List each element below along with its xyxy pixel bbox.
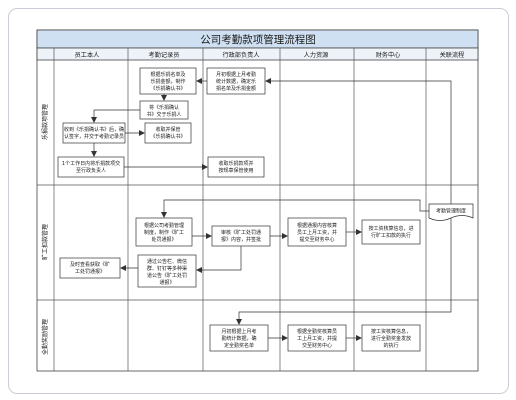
process-box-determine-donation-list — [206, 67, 266, 95]
box-text: 员工上月工资，并 — [297, 229, 337, 236]
document-shape-attendance-policy — [428, 203, 474, 221]
box-text: 乐捐金额，制作 — [150, 78, 185, 85]
box-text: 《乐捐确认书》 — [150, 85, 185, 92]
box-text: 通过公告栏、微信 — [147, 258, 187, 265]
process-box-keep-confirmation — [144, 122, 192, 144]
box-text: 月初根据上月考勤 — [216, 71, 256, 78]
box-text: 勤统计数据，确 — [221, 335, 256, 342]
flow-connectors — [91, 78, 452, 341]
lane-label-absence: 旷工扣款管理 — [41, 224, 49, 260]
box-text: 按规章保管使用 — [218, 167, 253, 174]
process-box-publish-notice — [137, 254, 197, 288]
process-box-determine-full-attendance — [209, 324, 269, 352]
box-text: 收取并保管 — [155, 126, 180, 133]
box-text: 根据乐捐名单及 — [150, 71, 185, 78]
process-box-finance-bonus — [361, 324, 421, 352]
process-box-make-absence-notice — [135, 217, 193, 247]
box-text: 行旷工扣款的执行 — [371, 232, 411, 239]
box-text: 认签字，并交于考勤记录员 — [64, 133, 124, 140]
box-text: 进行全勤奖金发放 — [371, 335, 411, 342]
box-text: 及时查看获取《旷 — [70, 261, 110, 268]
box-text: 报》内容，并签批 — [221, 236, 261, 243]
column-header-admin-head: 行政部负责人 — [222, 51, 259, 59]
column-header-related-process: 关联流程 — [440, 51, 465, 59]
process-box-approve-notice — [211, 225, 271, 247]
box-text: 统计数据，确定乐 — [216, 78, 256, 85]
document-label: 考勤管理制度 — [436, 208, 466, 215]
column-header-attendance-recorder: 考勤记录员 — [149, 51, 180, 59]
box-text: 书》交于乐捐人 — [146, 111, 181, 118]
box-text: 制度，制作《旷工 — [144, 229, 184, 236]
box-text: 按工资核算信息，进 — [368, 225, 413, 232]
box-text: 工上月工资，并提 — [297, 335, 337, 342]
box-text: 群、钉钉等多种渠 — [147, 265, 187, 272]
box-text: 定全勤奖名单 — [224, 342, 254, 349]
box-text: 根据通报内容核算 — [297, 222, 337, 229]
box-text: 交至财务中心 — [302, 342, 332, 349]
box-text: 通报》 — [159, 279, 174, 286]
box-text: 至行政负责人 — [76, 167, 106, 174]
box-text: 《乐捐确认书》 — [150, 133, 185, 140]
box-text: 审核《旷工处罚通 — [221, 229, 261, 236]
box-text: 收到《乐捐确认书》后，确 — [64, 126, 124, 133]
box-text: 月初根据上月考 — [221, 328, 256, 335]
process-box-view-notice — [59, 257, 121, 279]
column-dividers — [53, 48, 427, 371]
column-header-hr: 人力资源 — [304, 51, 329, 59]
box-text: 处罚通报》 — [151, 236, 176, 243]
column-header-employee: 员工本人 — [75, 51, 100, 59]
box-text: 1个工作日内将乐捐款项交 — [62, 160, 120, 167]
box-text: 提交至财务中心 — [299, 236, 334, 243]
box-text: 根据全勤奖核算员 — [297, 328, 337, 335]
box-text: 收取乐捐款项并 — [218, 160, 253, 167]
box-text: 的执行 — [383, 342, 398, 349]
chart-title: 公司考勤款项管理流程图 — [200, 33, 316, 46]
lane-label-full-attendance: 全勤奖励管理 — [41, 319, 49, 355]
box-text: 将《乐捐确认 — [149, 104, 179, 111]
process-box-collect-donation — [207, 156, 265, 178]
process-box-sign-confirmation — [62, 122, 126, 144]
box-text: 根据公司考勤管理 — [144, 222, 184, 229]
column-header-band — [36, 47, 479, 61]
process-box-submit-donation — [57, 156, 125, 178]
process-box-hr-calc-deduction — [287, 217, 347, 247]
column-header-finance: 财务中心 — [376, 51, 401, 59]
process-box-finance-deduction — [361, 219, 421, 245]
box-text: 道公告《旷工处罚 — [147, 272, 187, 279]
lane-label-donation: 乐捐款项管理 — [41, 104, 49, 140]
box-text: 工处罚通报》 — [75, 268, 105, 275]
box-text: 捐名单及乐捐金额 — [216, 85, 256, 92]
lane-dividers — [37, 184, 478, 301]
box-text: 按工资核算信息， — [371, 328, 411, 335]
